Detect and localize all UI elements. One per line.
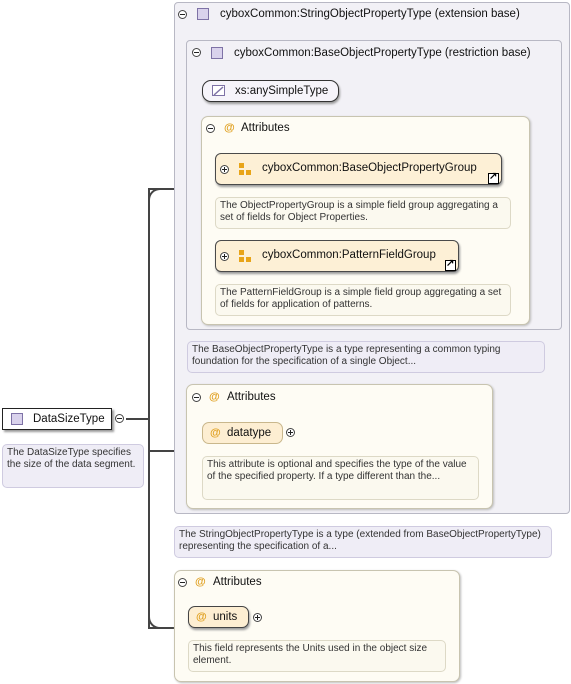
restriction-title: cyboxCommon:BaseObjectPropertyType (rest… — [234, 47, 531, 59]
attribute-group-box[interactable]: cyboxCommon:PatternFieldGroup — [215, 240, 459, 272]
root-collapse-toggle[interactable] — [115, 414, 124, 423]
go-to-definition-icon[interactable] — [445, 258, 456, 271]
attributes-collapse-toggle[interactable] — [178, 578, 187, 587]
attributes-label: Attributes — [241, 122, 290, 134]
go-to-definition-icon[interactable] — [488, 171, 499, 184]
attribute-name: datatype — [227, 427, 272, 439]
attributes-collapse-toggle[interactable] — [206, 124, 215, 133]
attribute-icon: @ — [195, 576, 206, 588]
extension-title: cyboxCommon:StringObjectPropertyType (ex… — [220, 8, 520, 20]
attributes-label: Attributes — [227, 391, 276, 403]
attribute-note: This field represents the Units used in … — [188, 640, 446, 672]
restriction-note: The BaseObjectPropertyType is a type rep… — [187, 341, 545, 373]
attribute-name: units — [213, 611, 238, 623]
attribute-pill[interactable]: @ datatype — [202, 422, 283, 444]
group-name: cyboxCommon:BaseObjectPropertyGroup — [262, 162, 477, 174]
attributes-label: Attributes — [213, 576, 262, 588]
simple-type-icon — [212, 85, 225, 96]
attribute-group-icon — [239, 250, 251, 262]
complex-type-icon — [197, 8, 209, 20]
root-type-name: DataSizeType — [33, 413, 105, 425]
extension-collapse-toggle[interactable] — [178, 10, 187, 19]
simple-type-pill[interactable]: xs:anySimpleType — [202, 80, 339, 102]
connector-branch-restriction — [148, 188, 188, 190]
complex-type-icon — [211, 47, 223, 59]
complex-type-icon — [11, 413, 23, 425]
group-note: The ObjectPropertyGroup is a simple fiel… — [215, 197, 511, 229]
attribute-note: This attribute is optional and specifies… — [202, 456, 479, 500]
attribute-icon: @ — [196, 611, 207, 623]
attribute-group-box[interactable]: cyboxCommon:BaseObjectPropertyGroup — [215, 153, 502, 185]
attribute-group-icon — [239, 163, 251, 175]
attribute-icon: @ — [209, 391, 220, 403]
attribute-icon: @ — [224, 122, 235, 134]
root-note: The DataSizeType specifies the size of t… — [2, 444, 144, 488]
attributes-collapse-toggle[interactable] — [192, 393, 201, 402]
connector-curve — [148, 188, 162, 202]
connector-line — [126, 418, 150, 420]
root-type-box[interactable]: DataSizeType — [2, 408, 112, 430]
group-name: cyboxCommon:PatternFieldGroup — [262, 249, 436, 261]
group-note: The PatternFieldGroup is a simple field … — [215, 284, 511, 316]
group-expand-toggle[interactable] — [220, 252, 229, 261]
attribute-expand-toggle[interactable] — [286, 428, 295, 437]
extension-note: The StringObjectPropertyType is a type (… — [174, 526, 552, 558]
attribute-pill[interactable]: @ units — [188, 606, 249, 628]
attribute-icon: @ — [210, 427, 221, 439]
attribute-expand-toggle[interactable] — [253, 613, 262, 622]
restriction-collapse-toggle[interactable] — [192, 48, 201, 57]
simple-type-name: xs:anySimpleType — [235, 85, 329, 97]
connector-curve-bottom — [148, 615, 162, 629]
connector-branch-datatype — [148, 450, 188, 452]
group-expand-toggle[interactable] — [220, 165, 229, 174]
connector-trunk — [148, 188, 150, 628]
